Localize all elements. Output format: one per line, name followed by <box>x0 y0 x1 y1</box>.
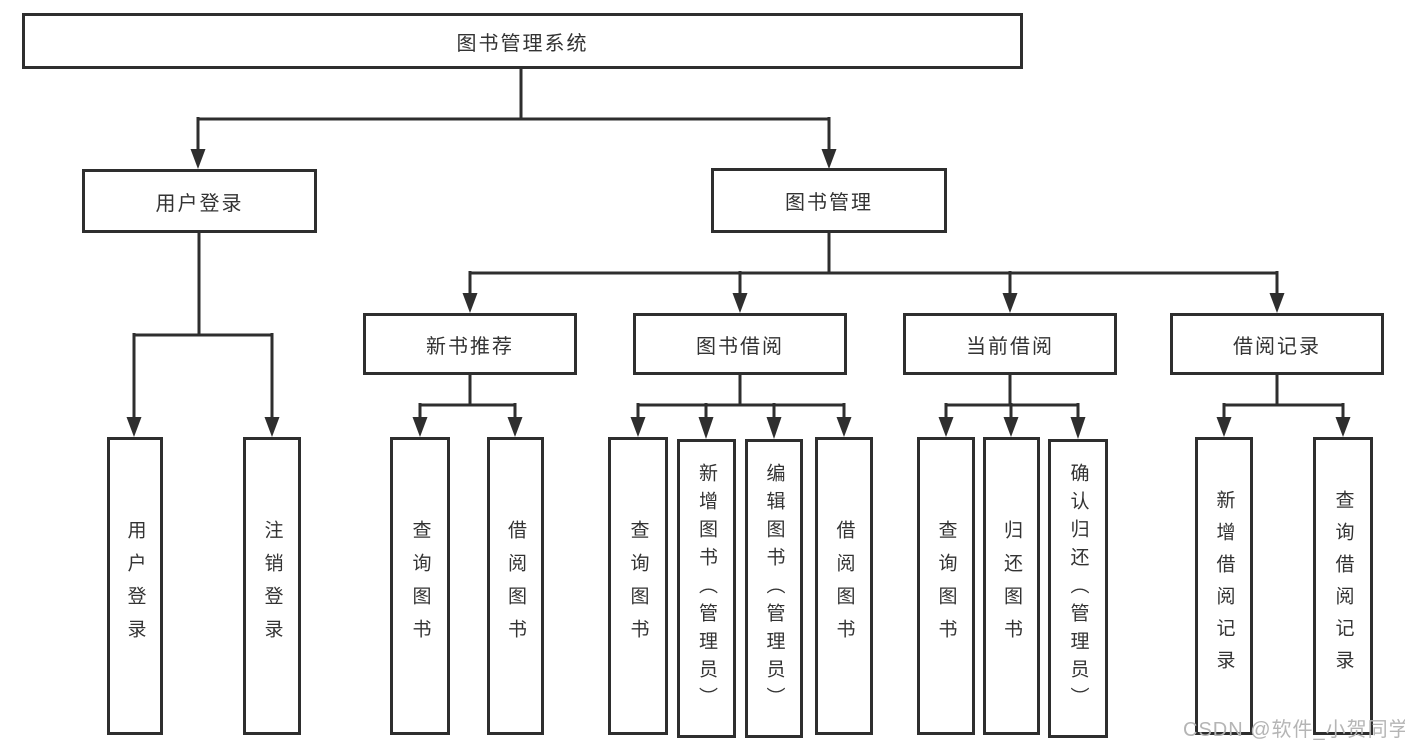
node-label: 新增图书（管理员） <box>696 462 717 715</box>
node-label: 用户登录 <box>155 192 244 215</box>
node-label: 图书借阅 <box>696 335 784 358</box>
node-label: 当前借阅 <box>966 335 1054 358</box>
node-label: 借阅图书 <box>833 520 855 652</box>
node-label: 查询图书 <box>935 520 957 652</box>
connector-root-to-level2 <box>190 69 837 169</box>
node-book-management: 图书管理 <box>711 168 947 233</box>
node-label: 注销登录 <box>261 520 283 652</box>
node-leaf-borrow-books-2: 借阅图书 <box>815 437 873 735</box>
node-label: 查询图书 <box>627 520 649 652</box>
node-leaf-query-borrow-record: 查询借阅记录 <box>1313 437 1373 735</box>
node-borrow-records: 借阅记录 <box>1170 313 1384 375</box>
node-leaf-borrow-books-1: 借阅图书 <box>487 437 544 735</box>
node-label: 查询图书 <box>409 520 431 652</box>
node-leaf-add-borrow-record: 新增借阅记录 <box>1195 437 1253 735</box>
csdn-watermark: CSDN @软件_小贺同学 <box>1183 719 1405 741</box>
node-label: 新书推荐 <box>426 335 514 358</box>
connector-current-borrow-to-leaves <box>938 375 1086 439</box>
connector-user-login-to-leaves <box>126 233 280 437</box>
connector-book-borrow-to-leaves <box>630 375 852 439</box>
node-leaf-return-book: 归还图书 <box>983 437 1040 735</box>
node-leaf-user-login: 用户登录 <box>107 437 163 735</box>
connector-new-book-recommend-to-leaves <box>412 375 523 437</box>
node-current-borrow: 当前借阅 <box>903 313 1117 375</box>
node-label: 借阅图书 <box>505 520 526 652</box>
node-label: 用户登录 <box>124 520 146 652</box>
node-label: 图书管理系统 <box>456 32 589 55</box>
node-label: 借阅记录 <box>1233 335 1321 358</box>
node-label: 确认归还（管理员） <box>1067 462 1089 715</box>
connector-book-management-to-level3 <box>462 233 1285 313</box>
node-root-library-system: 图书管理系统 <box>22 13 1023 69</box>
node-label: 查询借阅记录 <box>1332 490 1354 682</box>
node-leaf-query-books-2: 查询图书 <box>608 437 668 735</box>
connector-borrow-records-to-leaves <box>1216 375 1351 437</box>
node-book-borrow: 图书借阅 <box>633 313 847 375</box>
node-new-book-recommend: 新书推荐 <box>363 313 577 375</box>
node-label: 归还图书 <box>1001 520 1022 652</box>
node-leaf-query-books-1: 查询图书 <box>390 437 450 735</box>
node-leaf-add-book-admin: 新增图书（管理员） <box>677 439 736 738</box>
node-leaf-confirm-return-admin: 确认归还（管理员） <box>1048 439 1108 738</box>
node-label: 图书管理 <box>785 192 873 214</box>
node-leaf-edit-book-admin: 编辑图书（管理员） <box>745 439 803 738</box>
node-label: 新增借阅记录 <box>1213 490 1235 682</box>
node-label: 编辑图书（管理员） <box>763 462 785 715</box>
node-user-login: 用户登录 <box>82 169 317 233</box>
node-leaf-query-books-3: 查询图书 <box>917 437 975 735</box>
node-leaf-logout: 注销登录 <box>243 437 301 735</box>
